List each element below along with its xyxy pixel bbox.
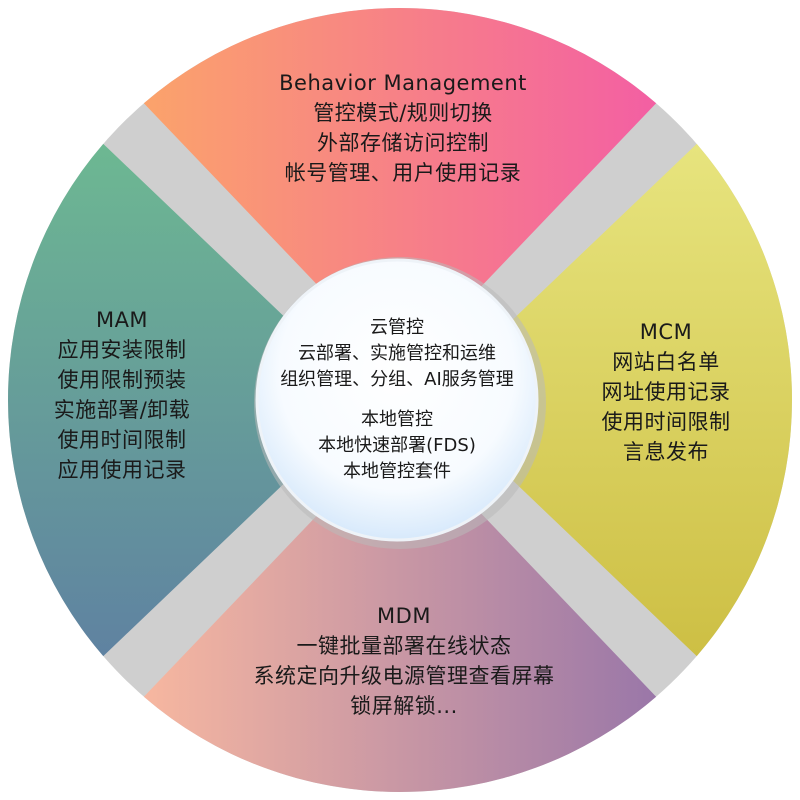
cloud-control-title: 云管控: [370, 317, 424, 338]
mam-line-5: 应用使用记录: [57, 458, 187, 482]
center-label: 云管控 云部署、实施管控和运维 组织管理、分组、AI服务管理 本地管控 本地快速…: [280, 315, 514, 485]
mdm-line-3: 锁屏解锁...: [350, 694, 458, 718]
local-control-line-1: 本地快速部署(FDS): [318, 435, 476, 456]
mcm-line-3: 使用时间限制: [601, 410, 731, 434]
mam-line-3: 实施部署/卸载: [53, 398, 191, 422]
segment-mdm: [143, 497, 657, 792]
segment-mcm: [497, 143, 792, 657]
cloud-control-line-2: 组织管理、分组、AI服务管理: [280, 369, 514, 390]
segment-behavior-management: [143, 8, 657, 303]
mcm-line-4: 言息发布: [623, 440, 709, 464]
mcm-label: MCM 网站白名单 网址使用记录 使用时间限制 言息发布: [602, 317, 731, 467]
cloud-control-line-1: 云部署、实施管控和运维: [298, 343, 496, 364]
segment-mam: [8, 143, 303, 657]
center-gap: [280, 393, 514, 407]
mdm-line-2: 系统定向升级电源管理查看屏幕: [253, 664, 555, 688]
mam-title: MAM: [95, 308, 149, 332]
behavior-management-line-2: 外部存储访问控制: [316, 131, 489, 155]
mcm-title: MCM: [639, 320, 693, 344]
behavior-management-line-3: 帐号管理、用户使用记录: [284, 161, 522, 185]
behavior-management-label: Behavior Management 管控模式/规则切换 外部存储访问控制 帐…: [279, 68, 527, 188]
behavior-management-line-1: 管控模式/规则切换: [313, 101, 493, 125]
local-control-title: 本地管控: [361, 409, 433, 430]
mam-line-1: 应用安装限制: [57, 338, 187, 362]
local-control-line-2: 本地管控套件: [343, 461, 451, 482]
behavior-management-title: Behavior Management: [279, 71, 527, 95]
center-hub: [255, 258, 539, 542]
mam-line-4: 使用时间限制: [57, 428, 187, 452]
mdm-label: MDM 一键批量部署在线状态 系统定向升级电源管理查看屏幕 锁屏解锁...: [254, 601, 555, 721]
mam-label: MAM 应用安装限制 使用限制预装 实施部署/卸载 使用时间限制 应用使用记录: [54, 305, 191, 485]
mam-line-2: 使用限制预装: [57, 368, 187, 392]
mcm-line-1: 网站白名单: [612, 350, 720, 374]
mdm-title: MDM: [377, 604, 431, 628]
mdm-line-1: 一键批量部署在线状态: [296, 634, 512, 658]
mcm-line-2: 网址使用记录: [601, 380, 731, 404]
